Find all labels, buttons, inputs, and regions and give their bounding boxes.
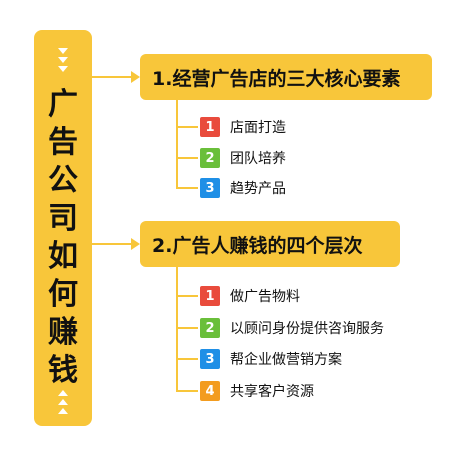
number-badge: 3	[200, 178, 220, 198]
title-char: 何	[48, 277, 78, 312]
item-text: 帮企业做营销方案	[230, 352, 342, 368]
arrow-right-icon	[131, 71, 140, 83]
item-text: 做广告物料	[230, 289, 300, 305]
title-char: 公	[48, 163, 78, 198]
arrow-right-icon	[131, 238, 140, 250]
tree-line	[176, 100, 178, 188]
number-badge: 1	[200, 286, 220, 306]
title-char: 如	[48, 239, 78, 274]
title-char: 广	[48, 87, 78, 122]
list-item: 3 帮企业做营销方案	[200, 347, 342, 371]
chevron-up-icon-bottom	[58, 390, 68, 414]
number-badge: 1	[200, 117, 220, 137]
item-text: 团队培养	[230, 151, 286, 167]
section-label: 1.经营广告店的三大核心要素	[152, 67, 401, 90]
list-item: 1 做广告物料	[200, 284, 300, 308]
tree-branch	[176, 358, 198, 360]
number-badge: 3	[200, 349, 220, 369]
tree-line	[176, 267, 178, 392]
tree-branch	[176, 126, 198, 128]
page-title: 广 告 公 司 如 何 赚 钱	[34, 86, 92, 390]
item-text: 以顾问身份提供咨询服务	[230, 321, 384, 337]
list-item: 2 以顾问身份提供咨询服务	[200, 316, 384, 340]
title-char: 钱	[48, 353, 78, 388]
title-char: 告	[48, 125, 78, 160]
section-header-1: 1.经营广告店的三大核心要素	[140, 54, 432, 100]
title-char: 赚	[48, 315, 78, 350]
item-text: 趋势产品	[230, 181, 286, 197]
number-badge: 2	[200, 318, 220, 338]
tree-branch	[176, 390, 198, 392]
section-header-2: 2.广告人赚钱的四个层次	[140, 221, 400, 267]
tree-branch	[176, 327, 198, 329]
list-item: 2 团队培养	[200, 146, 286, 170]
tree-branch	[176, 157, 198, 159]
list-item: 1 店面打造	[200, 115, 286, 139]
title-bar	[34, 30, 92, 426]
list-item: 3 趋势产品	[200, 176, 286, 200]
item-text: 共享客户资源	[230, 384, 314, 400]
number-badge: 2	[200, 148, 220, 168]
number-badge: 4	[200, 381, 220, 401]
connector-line	[92, 76, 132, 78]
list-item: 4 共享客户资源	[200, 379, 314, 403]
connector-line	[92, 243, 132, 245]
title-char: 司	[48, 201, 78, 236]
tree-branch	[176, 295, 198, 297]
section-label: 2.广告人赚钱的四个层次	[152, 234, 363, 257]
chevron-down-icon-top	[58, 48, 68, 72]
item-text: 店面打造	[230, 120, 286, 136]
tree-branch	[176, 187, 198, 189]
